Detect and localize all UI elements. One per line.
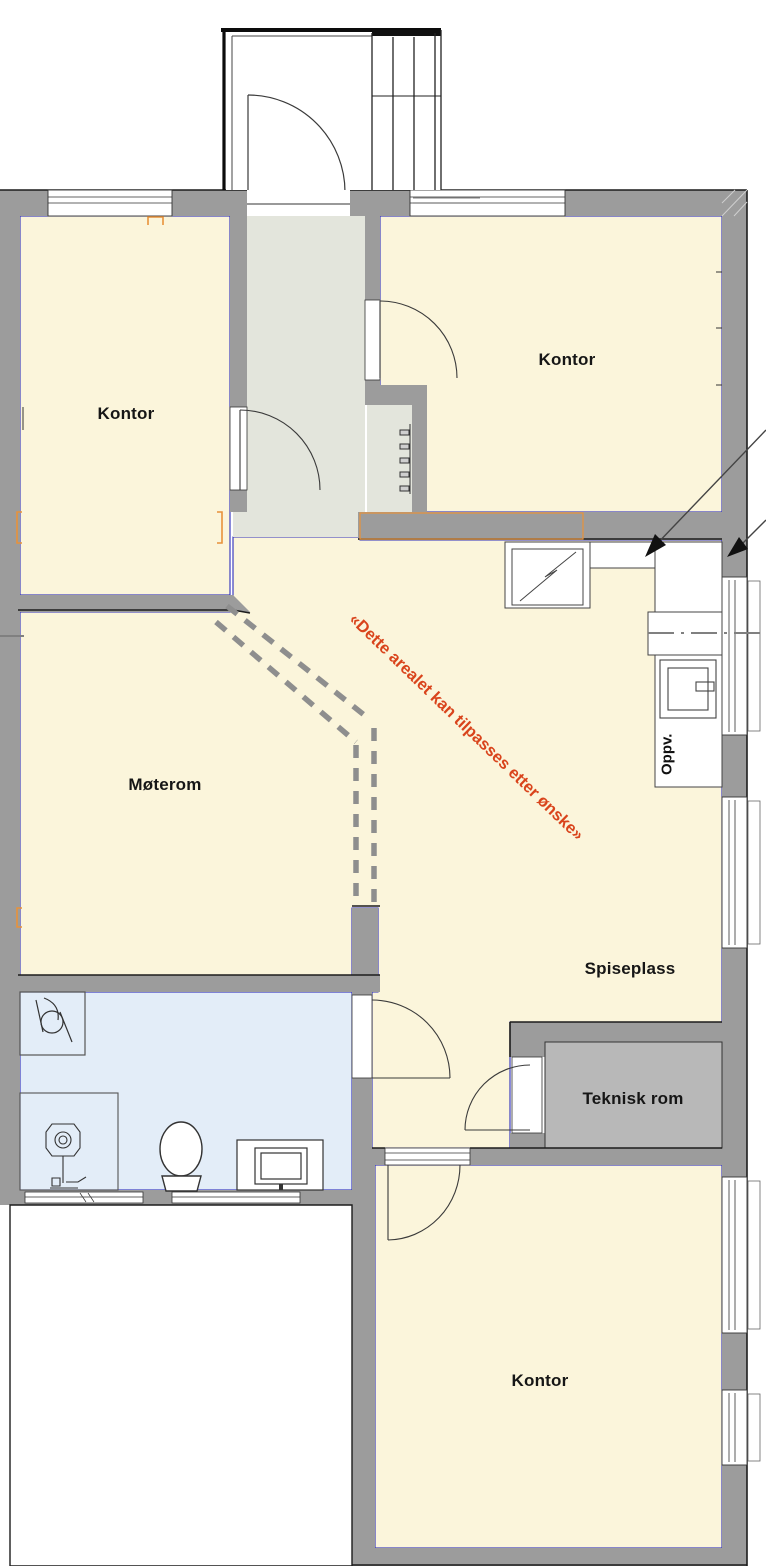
wall-ticks (22, 271, 722, 430)
entrance-door-swing (247, 94, 346, 193)
windows (24, 189, 761, 1466)
shower-mixer-icon (19, 991, 86, 1056)
room-label-kontor-bottom: Kontor (511, 1371, 569, 1390)
optional-wall-dashed (214, 603, 377, 903)
stair-landing-edge (372, 30, 441, 36)
sink-icon (236, 1139, 324, 1191)
orange-markers (16, 216, 584, 928)
room-label-spiseplass: Spiseplass (584, 959, 676, 978)
teknisk-rom-floor (544, 1041, 723, 1149)
dishwasher-icon (511, 548, 584, 606)
entrance-door-opening (247, 190, 350, 216)
room-label-teknisk-rom: Teknisk rom (582, 1089, 684, 1108)
kitchen-counter (504, 541, 723, 788)
entrance-porch (221, 28, 480, 216)
corner-hatch (721, 189, 748, 217)
room-label-kontor-top-right: Kontor (538, 350, 596, 369)
floor-drain-icon (19, 1092, 119, 1191)
room-label-moterom: Møterom (128, 775, 202, 794)
leader-arrows (645, 429, 766, 557)
door-swings (229, 299, 543, 1241)
stairs-icon (371, 30, 442, 190)
arrowhead-icon (727, 537, 748, 557)
arrowhead-icon (645, 534, 666, 557)
coat-hooks-icon (399, 424, 411, 494)
toilet-icon (159, 1121, 203, 1192)
oven-icon (659, 659, 717, 719)
room-label-oppv: Oppv. (658, 733, 676, 775)
room-label-kontor-top-left: Kontor (97, 404, 155, 423)
terrace-area (9, 1204, 353, 1566)
centerline (0, 632, 766, 637)
